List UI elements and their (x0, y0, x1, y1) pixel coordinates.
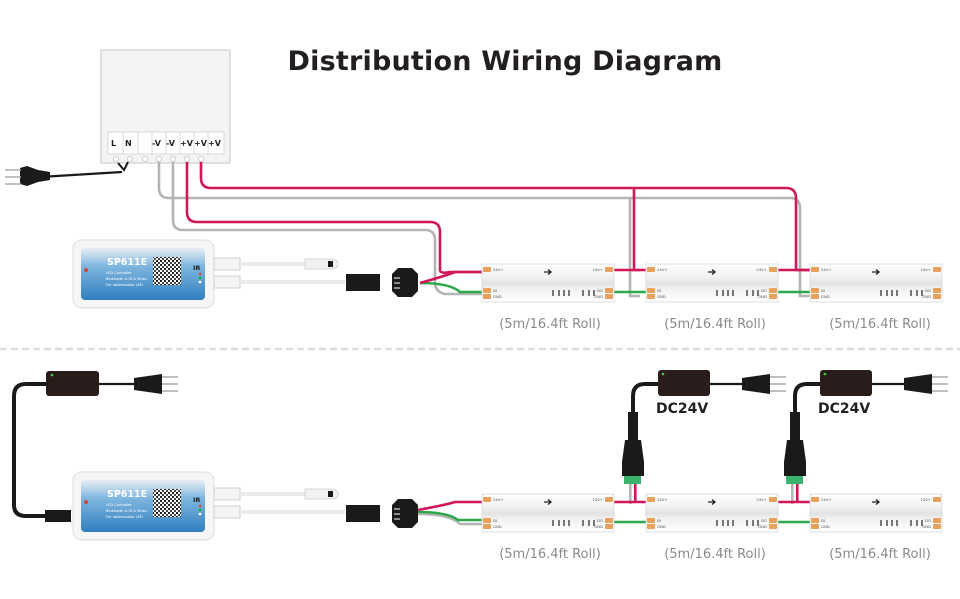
female-jst-connector (346, 274, 380, 291)
strip-vplus-out: 24V+ (756, 267, 767, 272)
strip-di: DI (657, 518, 661, 523)
controller-model-bottom: SP611E (107, 489, 147, 500)
adapter-label-2: DC24V (818, 401, 871, 417)
strip-gnd-in: GND (821, 294, 830, 299)
male-jst-connector-bottom (392, 499, 418, 528)
roll-label-bottom-2: (5m/16.4ft Roll) (664, 547, 766, 562)
strip-do: DO (597, 518, 603, 523)
strip-vplus-out: 24V+ (920, 497, 931, 502)
power-adapter-injection-2 (784, 370, 948, 504)
ac-power-cord (5, 161, 129, 186)
psu-terminal-6: +V (194, 139, 207, 148)
controller-line1-bottom: LED Controller (106, 503, 132, 507)
controller-bottom: SP611E LED Controller Bluetooth & IR & M… (72, 471, 215, 541)
strip-di: DI (657, 288, 661, 293)
strip-gnd-out: GND (758, 294, 767, 299)
ac-plug-icon (20, 166, 50, 186)
strip-vplus-in: 24V+ (493, 267, 504, 272)
controller-cables-bottom (213, 487, 418, 528)
data-wires-top (419, 268, 812, 294)
qr-code-bottom (153, 489, 181, 517)
roll-label-top-2: (5m/16.4ft Roll) (664, 317, 766, 332)
psu-terminal-0: L (111, 139, 117, 148)
strip-gnd-out: GND (922, 294, 931, 299)
direction-arrow-icon (544, 499, 553, 505)
direction-arrow-icon (872, 499, 881, 505)
male-jst-connector (392, 268, 418, 297)
controller-model: SP611E (107, 257, 147, 268)
direction-arrow-icon (708, 269, 717, 275)
roll-label-top-1: (5m/16.4ft Roll) (499, 317, 601, 332)
qr-code (153, 257, 181, 285)
strip-do: DO (761, 518, 767, 523)
strip-vplus-in: 24V+ (821, 267, 832, 272)
strip-do: DO (761, 288, 767, 293)
strip-vplus-out: 24V+ (592, 497, 603, 502)
power-supply (100, 49, 231, 164)
strip-gnd-out: GND (758, 524, 767, 529)
strip-vplus-in: 24V+ (821, 497, 832, 502)
strip-gnd-in: GND (821, 524, 830, 529)
page-title: Distribution Wiring Diagram (287, 46, 723, 77)
ir-label: IR (193, 264, 200, 272)
power-adapter-controller (12, 371, 178, 522)
direction-arrow-icon (872, 269, 881, 275)
strip-gnd-in: GND (493, 524, 502, 529)
strip-vplus-in: 24V+ (657, 267, 668, 272)
strip-vplus-in: 24V+ (493, 497, 504, 502)
controller-top: SP611E LED Controller Bluetooth & IR & M… (72, 239, 215, 309)
strip-do: DO (925, 518, 931, 523)
negative-wires-top (157, 162, 810, 298)
strip-vplus-out: 24V+ (592, 267, 603, 272)
strip-di: DI (821, 518, 825, 523)
roll-label-bottom-1: (5m/16.4ft Roll) (499, 547, 601, 562)
psu-terminal-4: -V (166, 139, 175, 148)
adapter-label-1: DC24V (656, 401, 709, 417)
psu-terminal-5: +V (180, 139, 193, 148)
psu-terminal-7: +V (208, 139, 221, 148)
strip-di: DI (821, 288, 825, 293)
psu-terminal-1: N (125, 139, 132, 148)
roll-label-bottom-3: (5m/16.4ft Roll) (829, 547, 931, 562)
controller-line2: Bluetooth & IR & Music (106, 277, 147, 281)
psu-terminal-3: -V (152, 139, 161, 148)
strip-vplus-in: 24V+ (657, 497, 668, 502)
power-adapter-injection-1 (622, 370, 786, 504)
strip-vplus-out: 24V+ (756, 497, 767, 502)
strip-gnd-in: GND (657, 524, 666, 529)
strip-do: DO (925, 288, 931, 293)
controller-line3-bottom: For addressable LED (106, 515, 143, 519)
strip-gnd-in: GND (493, 294, 502, 299)
positive-wires-top (185, 162, 810, 274)
controller-line1: LED Controller (106, 271, 132, 275)
strip-di: DI (493, 288, 497, 293)
controller-line2-bottom: Bluetooth & IR & Music (106, 509, 147, 513)
led-strips: 24V+24V+DIGNDDOGND24V+24V+DIGNDDOGND24V+… (481, 263, 943, 533)
controller-cables-top (213, 257, 418, 297)
controller-line3: For addressable LED (106, 283, 143, 287)
strip-di: DI (493, 518, 497, 523)
bottom-joint-wires (612, 500, 812, 524)
terminal-screws (113, 155, 204, 162)
strip-gnd-in: GND (657, 294, 666, 299)
roll-label-top-3: (5m/16.4ft Roll) (829, 317, 931, 332)
ir-label-bottom: IR (193, 496, 200, 504)
direction-arrow-icon (544, 269, 553, 275)
strip-gnd-out: GND (594, 524, 603, 529)
strip-gnd-out: GND (594, 294, 603, 299)
direction-arrow-icon (708, 499, 717, 505)
strip-gnd-out: GND (922, 524, 931, 529)
strip-do: DO (597, 288, 603, 293)
strip-vplus-out: 24V+ (920, 267, 931, 272)
bottom-controller-wires (417, 500, 482, 526)
female-jst-connector-bottom (346, 505, 380, 522)
